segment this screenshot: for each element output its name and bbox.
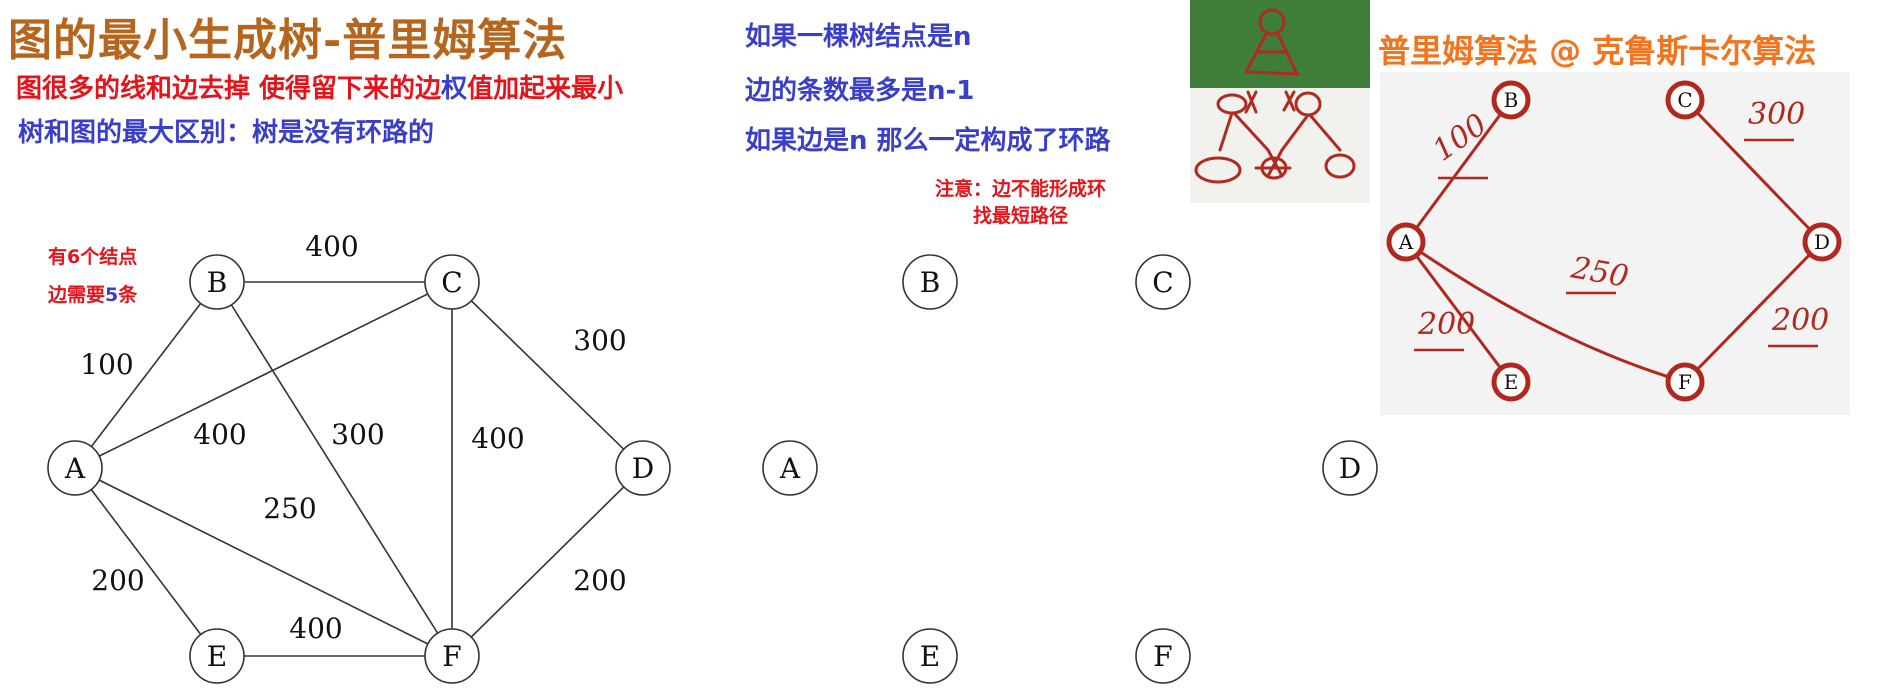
- empty-node-layout: A B C D E F: [762, 254, 1378, 684]
- sketch-node-label-A: A: [1398, 230, 1414, 254]
- graph-node-label-F: F: [442, 640, 461, 673]
- graph-node-A: [47, 440, 103, 496]
- empty-node-label-F: F: [1153, 640, 1172, 673]
- note-line-1-part-a: 图很多的线和边去掉 使得留下来的边: [16, 74, 442, 104]
- graph-node-label-E: E: [207, 640, 227, 673]
- sketch-edge-DF: [1683, 240, 1824, 384]
- graph-edge-CD: [451, 281, 644, 469]
- graph-node-E: [189, 628, 245, 684]
- graph-node-label-A: A: [64, 452, 86, 485]
- weighted-graph: 100 400 400 300 400 300 250 200 400 200 A B C D E F: [47, 230, 671, 684]
- warning-note-line-1: 注意：边不能形成环: [935, 178, 1107, 200]
- sketch-node-label-B: B: [1504, 88, 1519, 112]
- edge-count-number: 5: [105, 284, 119, 306]
- sketch-weight-DF: 200: [1771, 303, 1829, 338]
- sketch-weight-CD: 300: [1748, 97, 1805, 132]
- algorithm-title: 普里姆算法 @ 克鲁斯卡尔算法: [1378, 32, 1817, 70]
- sketch-weight-AB: 100: [1427, 107, 1494, 169]
- edge-weight-EF: 400: [289, 612, 342, 645]
- edge-weight-CD: 300: [573, 324, 626, 357]
- page-title: 图的最小生成树-普里姆算法: [8, 15, 568, 66]
- edge-weight-AB: 100: [80, 348, 133, 381]
- sketch-node-D: [1802, 222, 1842, 262]
- sketch-node-A: [1386, 222, 1426, 262]
- empty-node-label-C: C: [1152, 266, 1173, 299]
- sketch-node-label-F: F: [1678, 370, 1692, 394]
- edge-count-prefix: 边需要: [48, 284, 106, 306]
- edge-weight-BC: 400: [305, 230, 358, 263]
- sketch-edge-AE: [1404, 240, 1513, 384]
- sketch-node-label-E: E: [1504, 370, 1519, 394]
- sketch-node-E: [1491, 362, 1531, 402]
- empty-node-label-E: E: [920, 640, 940, 673]
- result-tree-sketch: 100 300 250 200 200 A B C D E F: [1380, 72, 1850, 415]
- sketch-edge-AF: [1404, 240, 1687, 384]
- graph-node-D: [615, 440, 671, 496]
- graph-edge-AF: [74, 467, 453, 657]
- sketch-edge-AB: [1404, 98, 1513, 244]
- empty-node-label-A: A: [779, 452, 801, 485]
- edge-count-line: 边需要5条: [48, 276, 137, 314]
- sketch-edge-CD: [1683, 98, 1824, 244]
- graph-edge-AC: [74, 281, 453, 469]
- node-count-line: 有6个结点: [48, 246, 138, 268]
- warning-note: 注意：边不能形成环 找最短路径: [935, 176, 1106, 230]
- graph-node-label-D: D: [632, 452, 654, 485]
- empty-node-E: [902, 628, 958, 684]
- edge-weight-AC: 400: [193, 418, 246, 451]
- empty-node-label-D: D: [1339, 452, 1361, 485]
- warning-note-line-2: 找最短路径: [973, 205, 1069, 227]
- empty-node-A: [762, 440, 818, 496]
- sketch-weight-AF: 250: [1568, 250, 1631, 295]
- edge-count-suffix: 条: [118, 284, 138, 306]
- edge-weight-DF: 200: [573, 564, 626, 597]
- node-count-note: 有6个结点 边需要5条: [48, 238, 137, 314]
- note-line-1: 图很多的线和边去掉 使得留下来的边权值加起来最小: [16, 68, 623, 105]
- sketch-node-B: [1491, 80, 1531, 120]
- tree-note-3: 如果边是n 那么一定构成了环路: [745, 126, 1111, 156]
- note-line-1-part-c: 值加起来最小: [467, 74, 624, 104]
- note-line-2: 树和图的最大区别：树是没有环路的: [18, 118, 435, 148]
- empty-node-C: [1135, 254, 1191, 310]
- tree-sketch-photo: [1190, 0, 1370, 203]
- edge-weight-BF: 300: [331, 418, 384, 451]
- graph-edge-BF: [216, 281, 453, 657]
- graph-node-F: [424, 628, 480, 684]
- edge-weight-AE: 200: [91, 564, 144, 597]
- sketch-node-F: [1665, 362, 1705, 402]
- tree-note-1: 如果一棵树结点是n: [745, 22, 972, 52]
- sketch-weight-AE: 200: [1417, 307, 1475, 342]
- graph-node-C: [424, 254, 480, 310]
- graph-edge-AB: [74, 281, 218, 469]
- note-line-1-part-b: 权: [441, 74, 468, 104]
- graph-node-label-C: C: [441, 266, 462, 299]
- empty-node-D: [1322, 440, 1378, 496]
- graph-node-B: [189, 254, 245, 310]
- edge-weight-AF: 250: [263, 492, 316, 525]
- graph-edge-DF: [451, 467, 644, 657]
- tree-note-2: 边的条数最多是n-1: [745, 76, 975, 106]
- sketch-node-label-D: D: [1814, 230, 1830, 254]
- empty-node-label-B: B: [920, 266, 941, 299]
- sketch-node-label-C: C: [1677, 88, 1692, 112]
- sketch-node-C: [1665, 80, 1705, 120]
- edge-weight-CF: 400: [471, 422, 524, 455]
- graph-node-label-B: B: [207, 266, 228, 299]
- empty-node-F: [1135, 628, 1191, 684]
- graph-edge-AE: [74, 467, 218, 657]
- empty-node-B: [902, 254, 958, 310]
